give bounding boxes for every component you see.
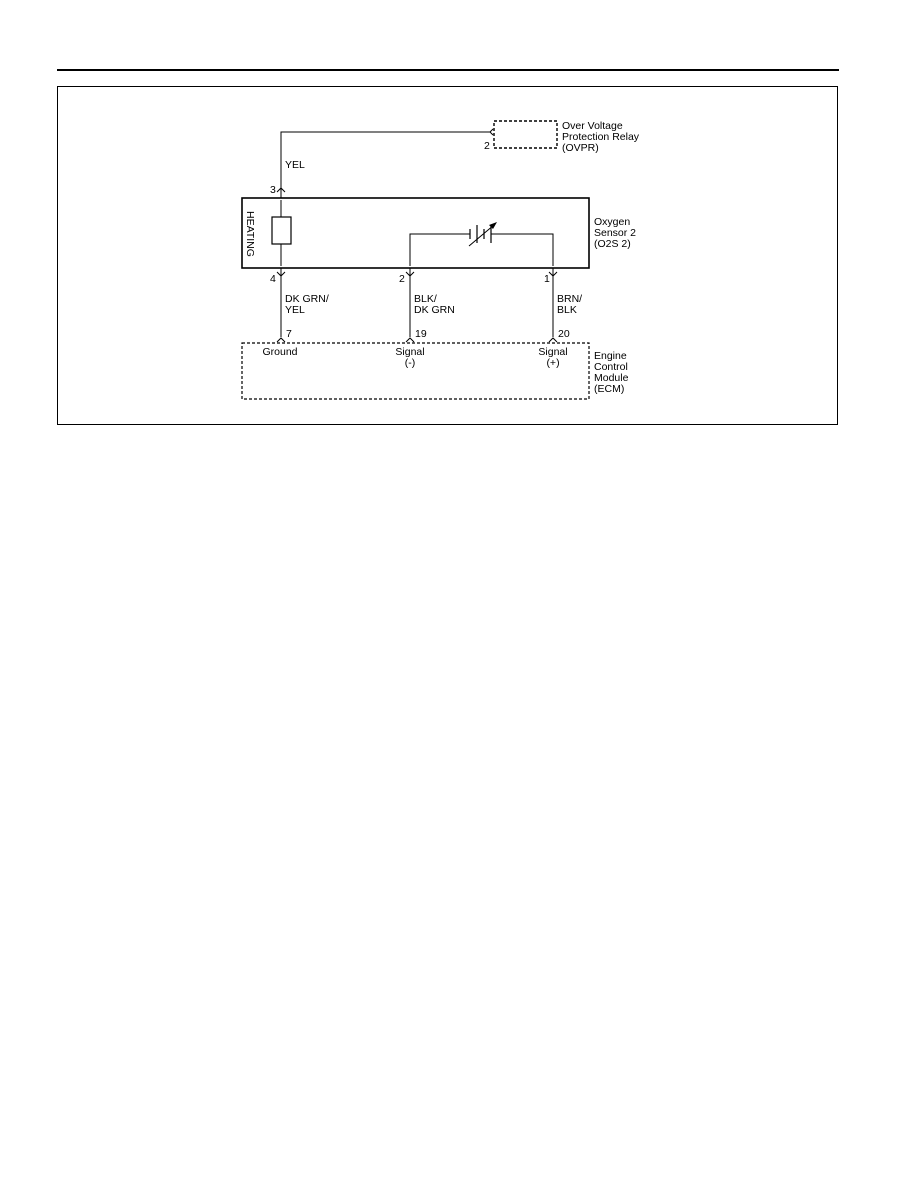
variable-arrow-line [468, 224, 495, 247]
ecm-label-3: Module [594, 372, 629, 384]
ecm-box [241, 342, 590, 400]
ovpr-label-2: Protection Relay [562, 131, 640, 143]
ecm-pin-20: 20 [558, 328, 570, 340]
heater-resistor-icon [271, 216, 292, 245]
ecm-pin-7: 7 [286, 328, 292, 340]
ecm-pin-19-icon [405, 337, 415, 343]
ecm-pin-20-icon [548, 337, 558, 343]
wire-ground: DK GRN/ YEL [280, 268, 329, 337]
ovpr-pin-label: 2 [484, 140, 490, 152]
ecm-terminal-signal-high-1: Signal [538, 346, 567, 358]
ecm-terminal-signal-high-2: (+) [546, 357, 559, 369]
heating-label: HEATING [244, 211, 256, 257]
sensor-box [241, 197, 590, 269]
ecm: 7 19 20 Ground Signal (-) Signal (+) Eng… [241, 328, 629, 400]
cell-wire-right [491, 233, 554, 266]
wire-signal-high: BRN/ BLK [552, 268, 582, 337]
ecm-pin-7-icon [276, 337, 286, 343]
cell-wire-left [409, 233, 470, 266]
sensor-pin-2: 2 [399, 273, 405, 285]
sensor-label-3: (O2S 2) [594, 238, 631, 250]
ecm-label-4: (ECM) [594, 383, 624, 395]
sensor-label-1: Oxygen [594, 216, 630, 228]
ecm-terminal-ground: Ground [262, 346, 297, 358]
variable-arrow-icon [489, 222, 497, 229]
wire-signal-low: BLK/ DK GRN [409, 268, 455, 337]
sensor-label-2: Sensor 2 [594, 227, 636, 239]
ecm-label-1: Engine [594, 350, 627, 362]
wire-signal-high-label-2: BLK [557, 304, 577, 316]
wire-signal-low-label-1: BLK/ [414, 293, 437, 305]
ecm-terminal-signal-low-2: (-) [405, 357, 416, 369]
ovpr-box [493, 120, 558, 149]
wire-yel-label: YEL [285, 159, 305, 171]
ovpr-relay: Over Voltage Protection Relay (OVPR) 2 [484, 120, 640, 154]
diagram-frame [57, 86, 838, 425]
wire-ground-label-2: YEL [285, 304, 305, 316]
oxygen-sensor: Oxygen Sensor 2 (O2S 2) HEATING 3 4 2 1 [241, 184, 636, 285]
wire-yel: YEL [280, 131, 490, 197]
sensor-pin-3: 3 [270, 184, 276, 196]
ecm-terminal-signal-low-1: Signal [395, 346, 424, 358]
wire-ground-label-1: DK GRN/ [285, 293, 329, 305]
ovpr-label-1: Over Voltage [562, 120, 623, 132]
ovpr-label-3: (OVPR) [562, 142, 599, 154]
ecm-pin-19: 19 [415, 328, 427, 340]
wire-signal-low-label-2: DK GRN [414, 304, 455, 316]
sensor-pin-4: 4 [270, 273, 276, 285]
header-rule [57, 69, 839, 71]
ovpr-connector-icon [489, 128, 494, 136]
wire-signal-high-label-1: BRN/ [557, 293, 582, 305]
sensor-pin-1: 1 [544, 273, 550, 285]
wire-yel-line [280, 131, 490, 197]
ecm-label-2: Control [594, 361, 628, 373]
